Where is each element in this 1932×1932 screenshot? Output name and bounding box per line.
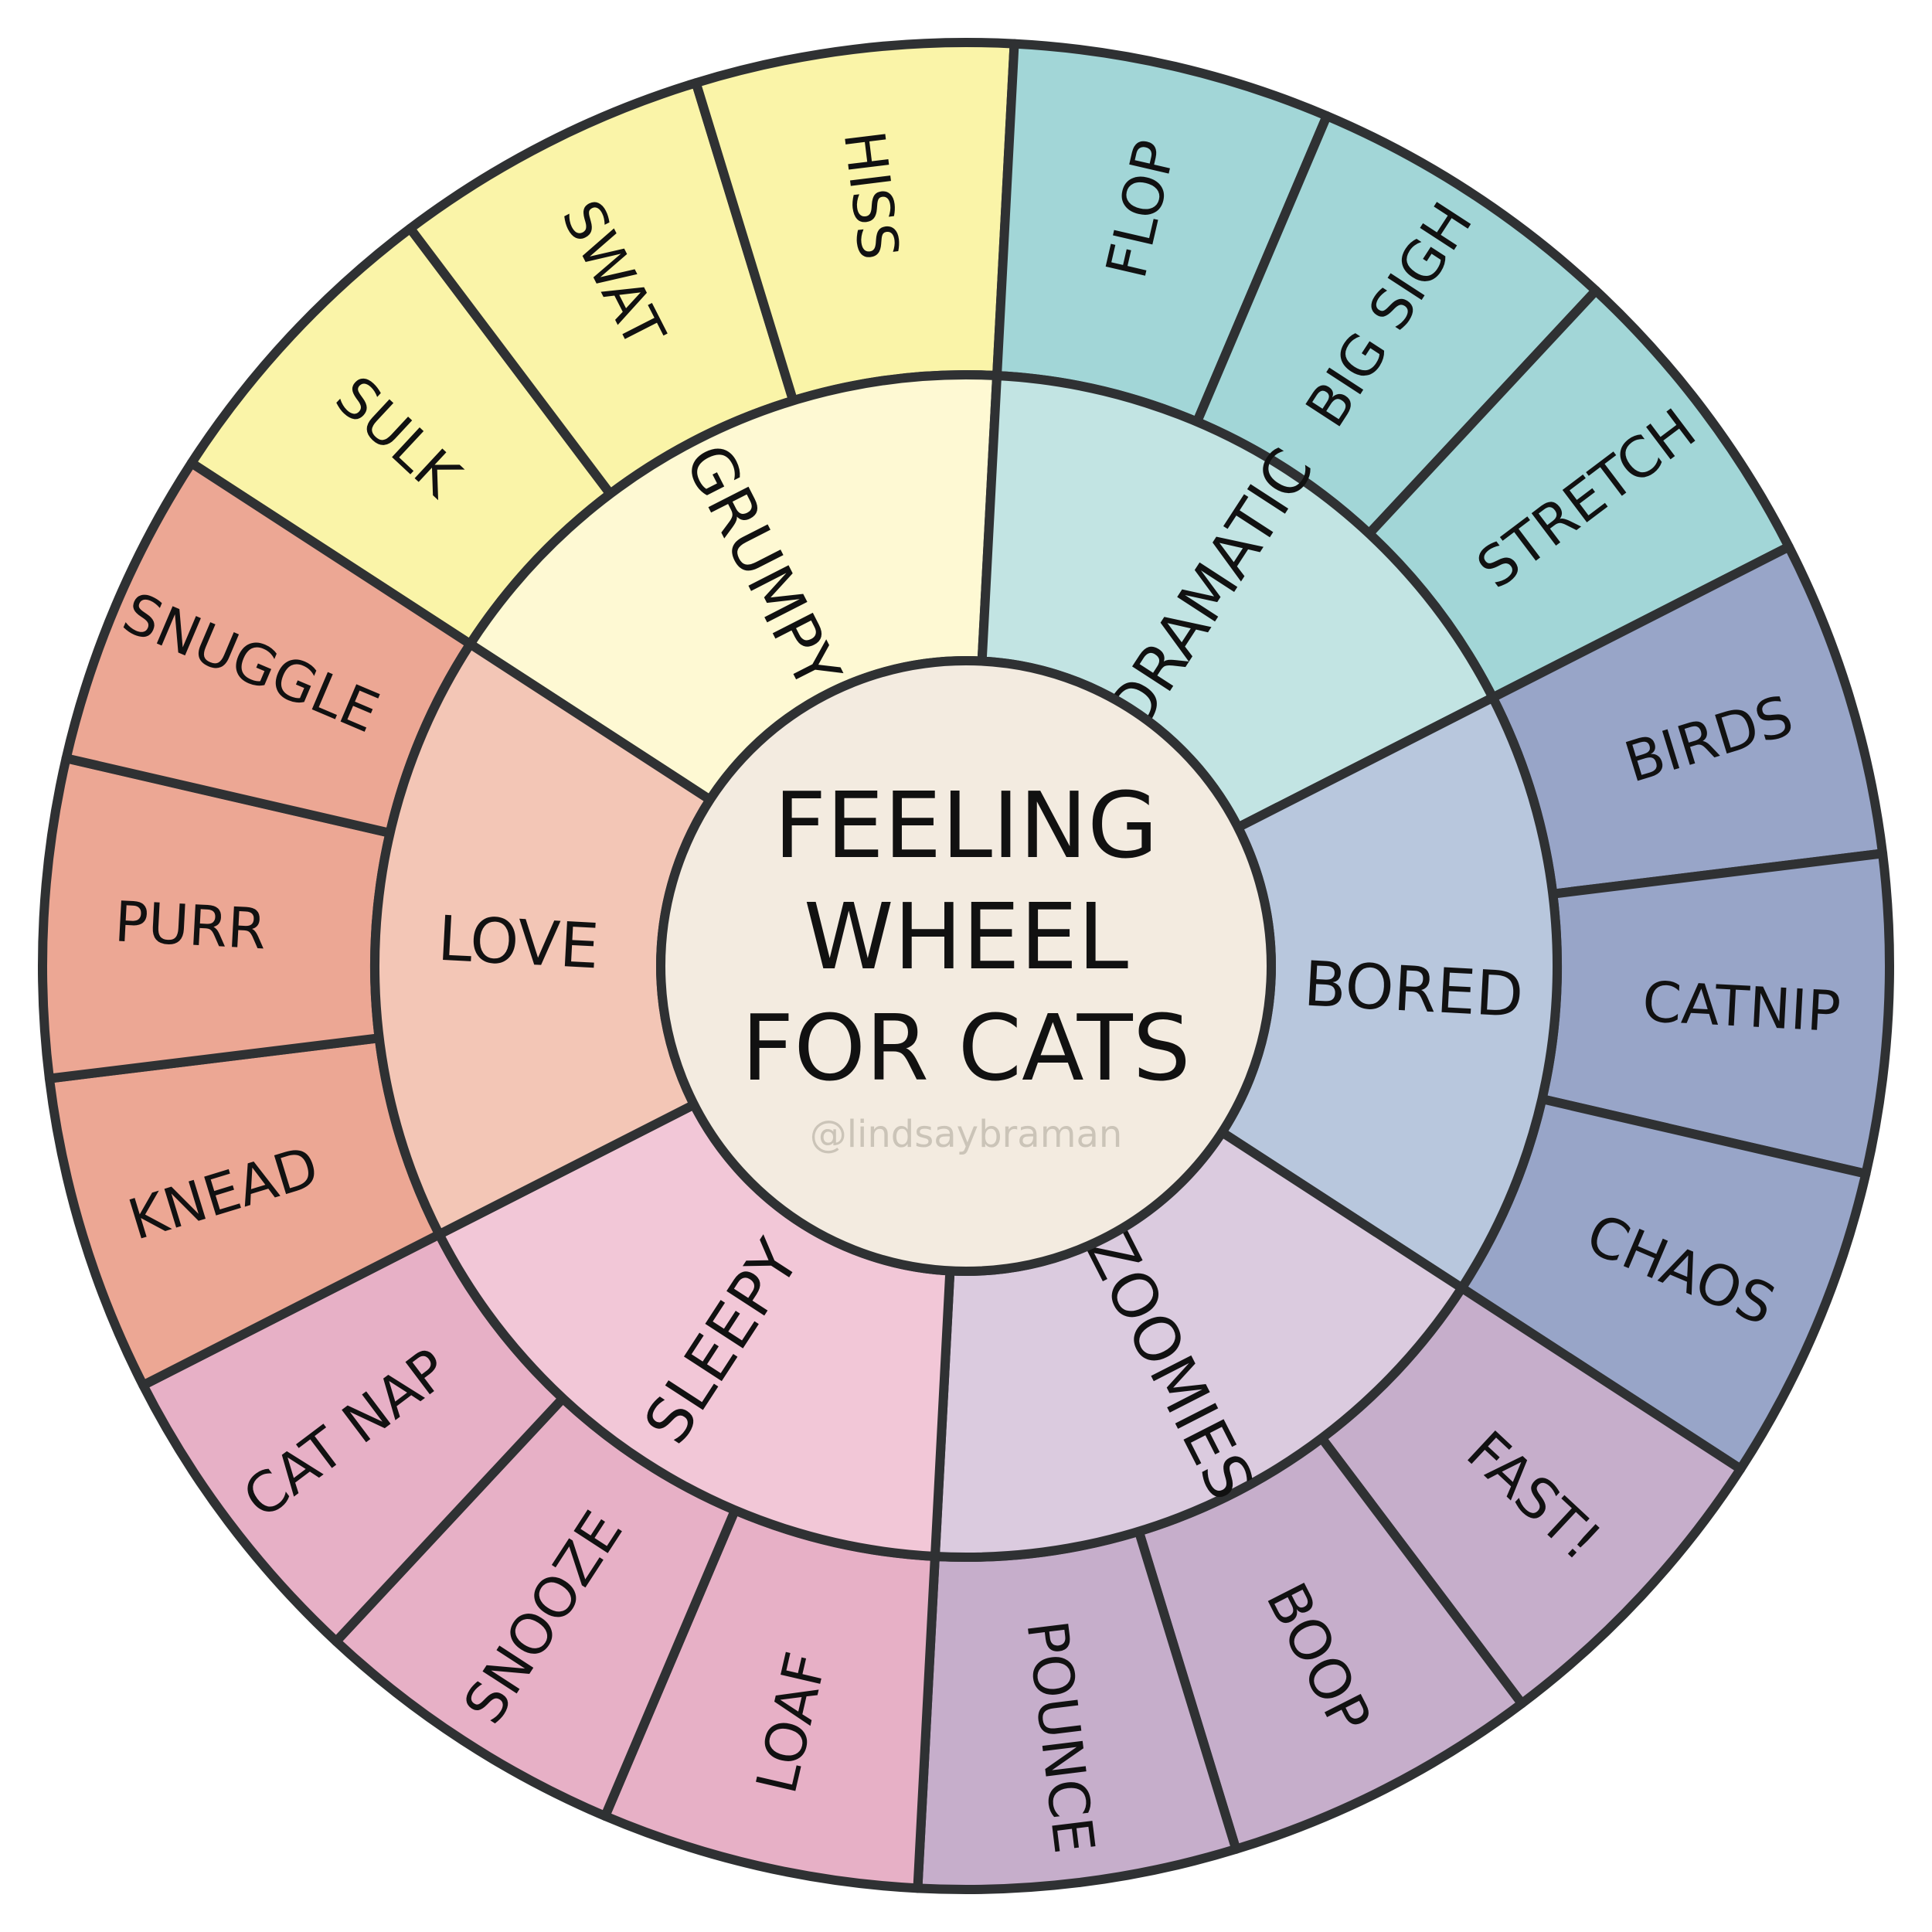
title-line-2: WHEEL xyxy=(804,883,1129,990)
category-label-bored: BORED xyxy=(1302,947,1526,1031)
category-label-love: LOVE xyxy=(436,903,600,983)
center-circle: FEELING WHEEL FOR CATS @lindsaybraman xyxy=(656,656,1276,1276)
credit-handle: @lindsaybraman xyxy=(810,1113,1123,1156)
title-line-1: FEELING xyxy=(774,772,1158,879)
feeling-label-purr: PURR xyxy=(113,889,267,961)
feeling-label-catnip: CATNIP xyxy=(1641,969,1842,1044)
feeling-label-hiss: HISS xyxy=(832,128,912,264)
title-line-3: FOR CATS xyxy=(741,995,1190,1101)
